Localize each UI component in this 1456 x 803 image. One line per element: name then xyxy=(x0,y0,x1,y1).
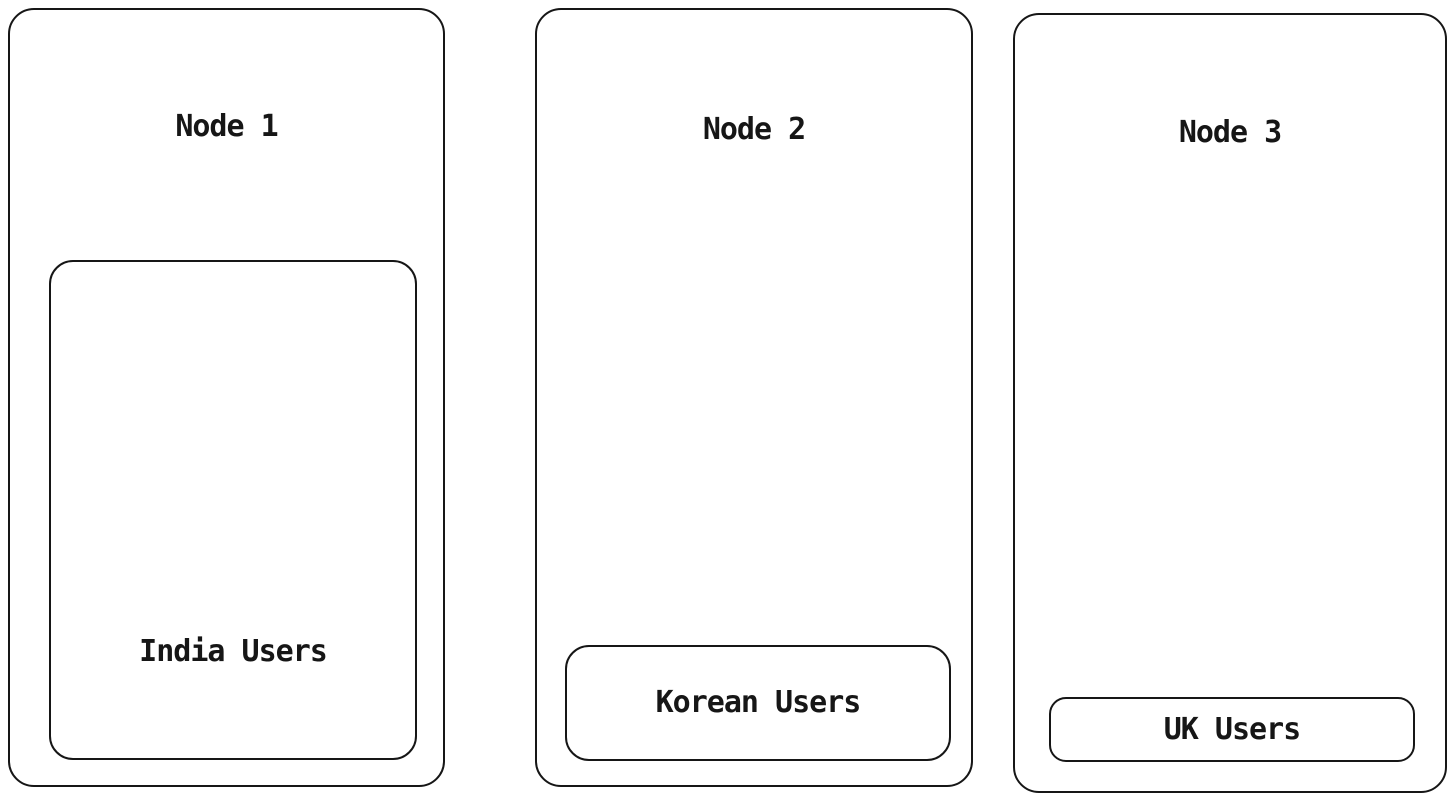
node-3-label: Node 3 xyxy=(1178,115,1282,150)
node-1-container: Node 1 India Users xyxy=(8,8,445,787)
india-users-label: India Users xyxy=(139,634,328,669)
node-2-container: Node 2 Korean Users xyxy=(535,8,973,787)
uk-users-box: UK Users xyxy=(1049,697,1415,762)
korean-users-label: Korean Users xyxy=(655,685,862,720)
node-3-container: Node 3 UK Users xyxy=(1013,13,1447,793)
korean-users-box: Korean Users xyxy=(565,645,951,761)
node-1-label: Node 1 xyxy=(175,109,278,144)
india-users-box: India Users xyxy=(49,260,417,760)
node-2-label: Node 2 xyxy=(702,112,806,147)
uk-users-label: UK Users xyxy=(1163,711,1301,747)
